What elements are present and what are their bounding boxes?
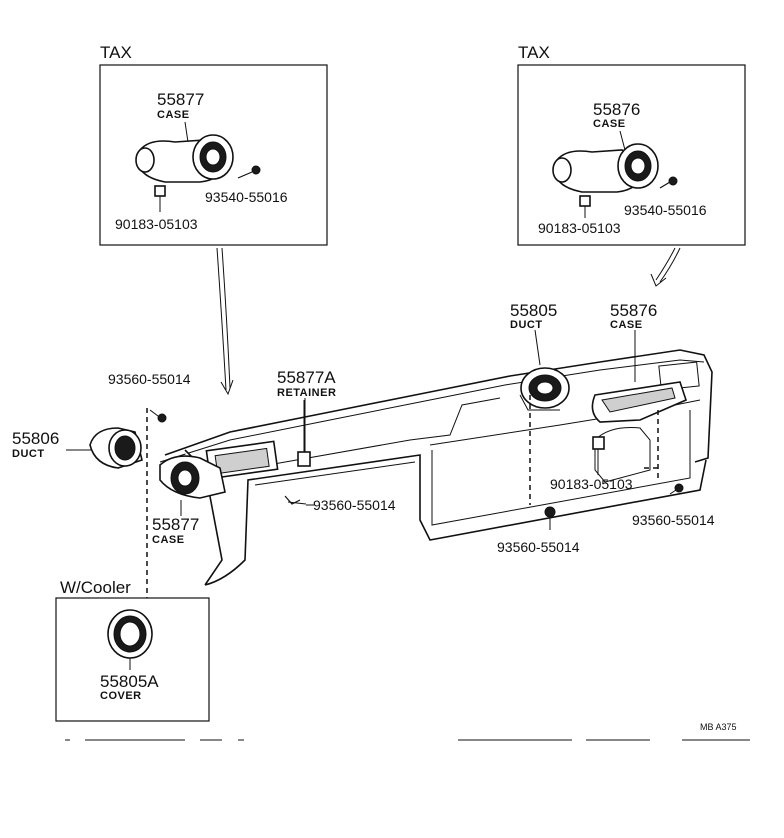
instrument-panel	[159, 349, 713, 586]
inset-left-screw-code: 93540-55016	[205, 189, 288, 205]
retainer-name: RETAINER	[277, 387, 336, 399]
screw-top-left-code: 93560-55014	[108, 371, 191, 387]
duct-left-number: 55806	[12, 429, 59, 448]
case-left-name: CASE	[152, 534, 185, 546]
part-labels: 55805 DUCT 55876 CASE 55877A RETAINER 93…	[12, 301, 737, 732]
cover-name: COVER	[100, 690, 142, 702]
inset-right-nut-code: 90183-05103	[538, 220, 621, 236]
drawing-code: MB A375	[700, 722, 737, 732]
duct-55805-dash	[519, 367, 570, 411]
inset-right-frame	[517, 64, 746, 246]
inset-right: TAX 55876 CASE 93540-55016 90183-05103	[517, 43, 746, 246]
screw-icon	[149, 409, 167, 423]
inset-right-case-name: CASE	[593, 118, 626, 130]
case-55876-dash	[591, 381, 687, 423]
case-right-number: 55876	[610, 301, 657, 320]
cover-number: 55805A	[100, 672, 159, 691]
inset-left: TAX 55877 CASE 93540-55016 90183-05103	[99, 43, 328, 246]
cover-55805a-icon	[107, 609, 153, 659]
leader-lines	[66, 329, 636, 516]
nut-right-code: 90183-05103	[550, 476, 633, 492]
nut-icon	[592, 436, 605, 475]
nut-icon	[154, 185, 166, 212]
inset-left-frame	[99, 64, 328, 246]
inset-cooler-frame	[55, 597, 210, 722]
screw-icon	[669, 483, 684, 495]
screw-icons-dash	[149, 409, 684, 530]
inset-cooler: W/Cooler 55805A COVER	[55, 578, 210, 722]
inset-left-nut-code: 90183-05103	[115, 216, 198, 232]
inset-right-header: TAX	[518, 43, 550, 62]
inset-right-screw-code: 93540-55016	[624, 202, 707, 218]
case-right-name: CASE	[610, 319, 643, 331]
leader-line	[619, 130, 626, 151]
screw-icon	[237, 165, 261, 179]
retainer-number: 55877A	[277, 368, 336, 387]
duct-left-name: DUCT	[12, 448, 45, 460]
inset-left-case-name: CASE	[157, 109, 190, 121]
case-55876-inset-icon	[552, 143, 659, 193]
screw-icon	[284, 495, 307, 505]
assembly-lines	[146, 395, 659, 598]
screw-bottom-right-code: 93560-55014	[632, 512, 715, 528]
inset-right-case-number: 55876	[593, 100, 640, 119]
screw-bottom-center-code: 93560-55014	[497, 539, 580, 555]
screw-icon	[659, 176, 678, 189]
screw-icon	[544, 506, 556, 530]
duct-right-name: DUCT	[510, 319, 543, 331]
inset-left-case-number: 55877	[157, 90, 204, 109]
inset-left-header: TAX	[100, 43, 132, 62]
duct-55806	[89, 427, 143, 469]
inset-pointers	[216, 247, 681, 396]
duct-right-number: 55805	[510, 301, 557, 320]
case-55877-inset-icon	[135, 134, 234, 183]
retainer-55877a	[297, 400, 311, 467]
inset-cooler-header: W/Cooler	[60, 578, 131, 597]
screw-center-code: 93560-55014	[313, 497, 396, 513]
case-left-number: 55877	[152, 515, 199, 534]
nut-icon	[579, 195, 591, 218]
leader-line	[184, 121, 189, 143]
case-55877-dash	[159, 455, 226, 499]
